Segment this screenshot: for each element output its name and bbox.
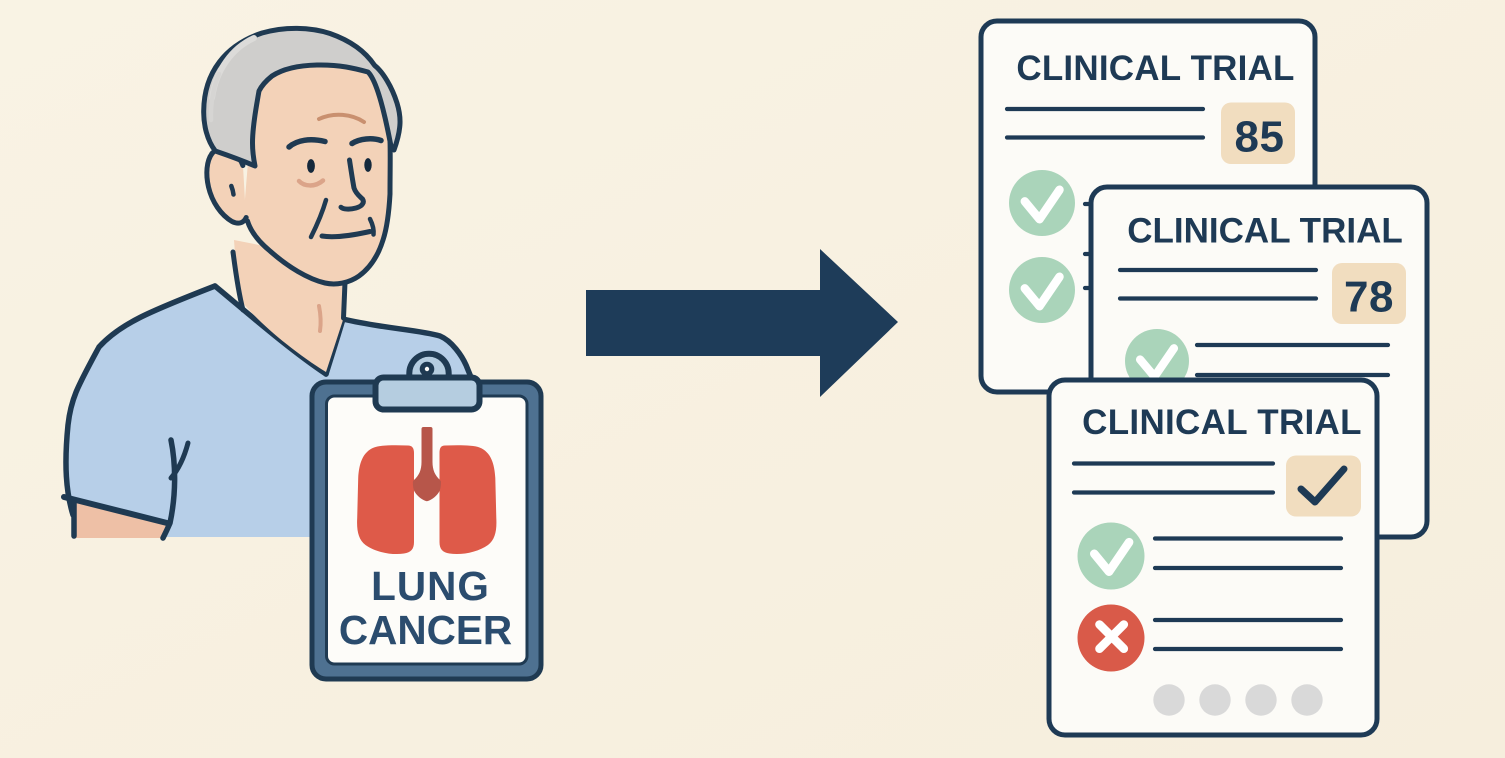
svg-text:CLINICAL TRIAL: CLINICAL TRIAL — [1016, 49, 1294, 88]
svg-text:78: 78 — [1344, 273, 1394, 322]
svg-text:CLINICAL TRIAL: CLINICAL TRIAL — [1127, 212, 1402, 251]
svg-text:85: 85 — [1235, 113, 1285, 162]
svg-text:CANCER: CANCER — [339, 607, 512, 653]
svg-text:LUNG: LUNG — [371, 563, 490, 609]
svg-text:CLINICAL TRIAL: CLINICAL TRIAL — [1082, 403, 1362, 442]
